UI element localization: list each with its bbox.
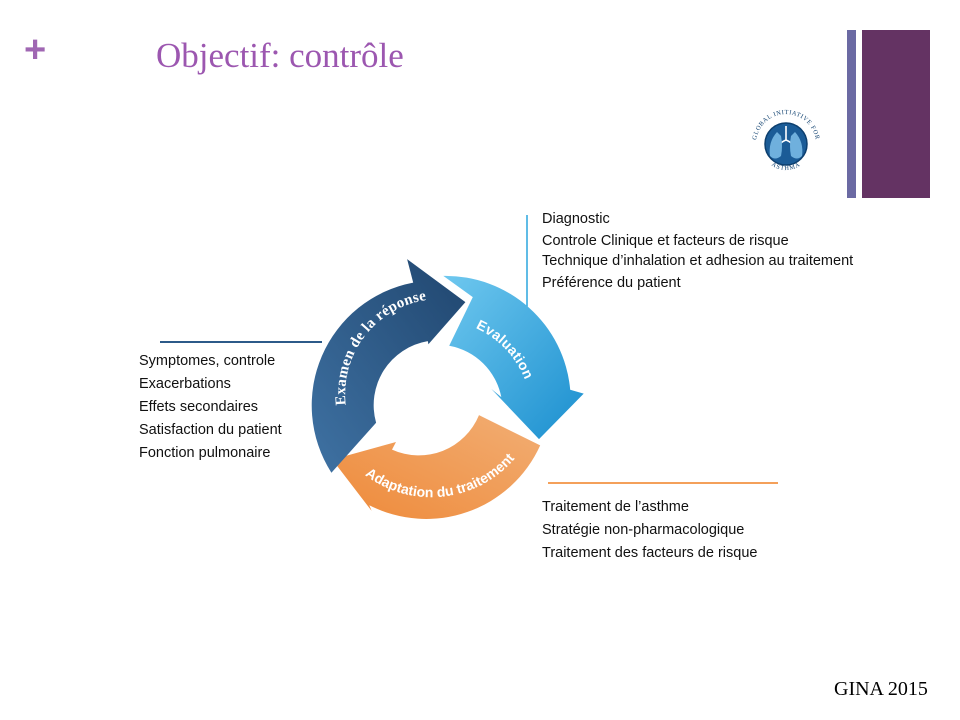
slide-title: Objectif: contrôle: [156, 36, 404, 75]
accent-bar-wide: [862, 30, 930, 198]
accent-bar-thin: [847, 30, 856, 198]
list-item: Effets secondaires: [139, 399, 259, 415]
review-list: Symptomes, controle Exacerbations Effets…: [139, 352, 282, 467]
list-item: Diagnostic: [542, 211, 610, 227]
list-item: Traitement de l’asthme: [542, 499, 689, 515]
plus-icon: +: [24, 29, 47, 71]
list-item: Exacerbations: [139, 376, 231, 392]
list-item: Controle Clinique et facteurs de risque: [542, 233, 789, 249]
adjust-list: Traitement de l’asthme Stratégie non-pha…: [542, 498, 757, 567]
svg-text:ASTHMA: ASTHMA: [770, 161, 802, 172]
list-item: Fonction pulmonaire: [139, 445, 271, 461]
list-item: Traitement des facteurs de risque: [542, 545, 758, 561]
list-item: Stratégie non-pharmacologique: [542, 522, 745, 538]
arrow-eval: [443, 275, 584, 440]
list-item: Préférence du patient: [542, 275, 681, 291]
source-footer: GINA 2015: [834, 678, 928, 700]
list-item: Symptomes, controle: [139, 353, 276, 369]
list-item: Technique d’inhalation et adhesion au tr…: [542, 253, 854, 269]
arrow-review: [311, 259, 466, 473]
list-item: Satisfaction du patient: [139, 422, 282, 438]
arrow-adapt: [332, 415, 541, 519]
management-cycle-diagram: Evaluation Adaptation du traitement Exam…: [160, 215, 778, 519]
logo-bottom-text: ASTHMA: [770, 161, 801, 172]
assessment-list: Diagnostic Controle Clinique et facteurs…: [542, 210, 853, 296]
gina-logo: GLOBAL INITIATIVE FOR ASTHMA: [751, 109, 820, 172]
